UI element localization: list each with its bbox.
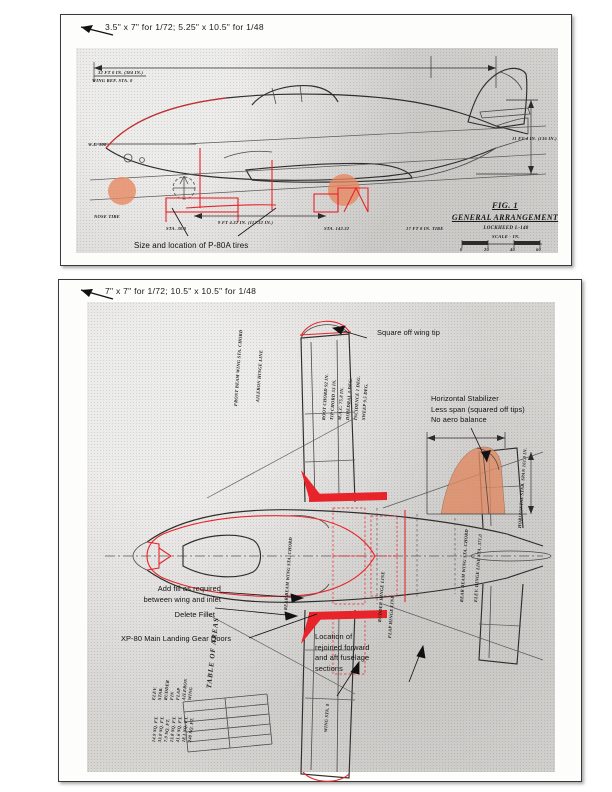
callout-p80a-tires: Size and location of P-80A tires	[134, 241, 249, 250]
scale-tick-60: 60	[536, 247, 541, 252]
nose-tire-highlight	[108, 177, 136, 205]
red-lower-tip	[302, 771, 350, 782]
main-tire-highlight	[328, 174, 360, 206]
fuselage-side-view	[105, 67, 531, 183]
label-sta-142: STA. 142.32	[324, 226, 350, 231]
scale-tick-0: 0	[460, 247, 463, 252]
dim-wheelbase	[194, 213, 326, 219]
header-arrow-icon-1	[80, 25, 114, 36]
callout-add-fill: Add fill as required between wing and in…	[143, 584, 221, 604]
callout-horizontal-stabilizer: Horizontal Stabilizer Less span (squared…	[431, 394, 525, 425]
label-sta-30: STA. 30.0	[166, 226, 187, 231]
figure-1-drawing	[89, 56, 547, 248]
table-row-fin: FIN	[169, 691, 175, 701]
figure-1-header-note: 3.5" x 7" for 1/72; 5.25" x 10.5" for 1/…	[105, 22, 264, 32]
callout-gear-doors: XP-80 Main Landing Gear Doors	[121, 634, 232, 643]
fin-inset	[426, 427, 534, 515]
landing-gear-detail	[172, 175, 196, 200]
figure-1-number: FIG. 1	[491, 200, 519, 210]
table-of-areas-graphic	[182, 693, 273, 753]
figure-2-scan: Square off wing tip Horizontal Stabilize…	[87, 302, 555, 782]
scale-tick-40: 40	[510, 247, 515, 252]
figure-1-panel: 3.5" x 7" for 1/72; 5.25" x 10.5" for 1/…	[60, 14, 572, 266]
figure-2-header-note: 7" x 7" for 1/72; 10.5" x 10.5" for 1/48	[105, 286, 257, 296]
callout-delete-fillet: Delete Fillet	[174, 610, 215, 619]
callout-leaders-tires	[171, 207, 277, 237]
callout-square-off-wing-tip: Square off wing tip	[377, 328, 440, 337]
scale-bar	[461, 240, 542, 248]
figure-2-drawing	[105, 320, 552, 782]
label-nose-tire: NOSE TIRE	[94, 214, 120, 219]
dim-overall-length	[93, 56, 497, 88]
header-arrow-icon-2	[80, 289, 114, 300]
callout-leaders-figure-2	[214, 325, 426, 697]
ref-lines-left	[94, 75, 196, 145]
datum-lines	[89, 125, 547, 201]
plan-view	[105, 324, 552, 779]
label-wheelbase: 9 FT 4.32 IN. (112.32 IN.)	[218, 220, 274, 225]
red-markup-figure-2	[146, 320, 406, 675]
figure-1-scan: 32 FT 0 IN. (384 IN.) 11 FT 4 IN. (136 I…	[76, 48, 558, 253]
figure-1-scale-label: SCALE - IN.	[492, 234, 520, 239]
figure-1-title: GENERAL ARRANGEMENT	[451, 213, 559, 222]
figure-1-subject: LOCKHEED L-140	[483, 226, 529, 231]
callout-fuselage-rejoin: Location of rejoined forward and aft fus…	[315, 632, 370, 674]
scale-tick-20: 20	[484, 247, 489, 252]
figure-2-panel: 7" x 7" for 1/72; 10.5" x 10.5" for 1/48	[58, 279, 582, 782]
label-wing-ref-sta: WING REF. STA. 0	[92, 78, 133, 83]
dim-label-overall: 32 FT 0 IN. (384 IN.)	[98, 70, 144, 75]
dim-height	[476, 99, 538, 175]
label-main-tire: 17 FT 8 IN. TIRE	[406, 226, 444, 231]
red-markup-figure-1	[105, 97, 369, 222]
label-waterline: W.L. 100	[88, 142, 107, 147]
dim-label-height: 11 FT 4 IN. (136 IN.)	[512, 136, 557, 141]
